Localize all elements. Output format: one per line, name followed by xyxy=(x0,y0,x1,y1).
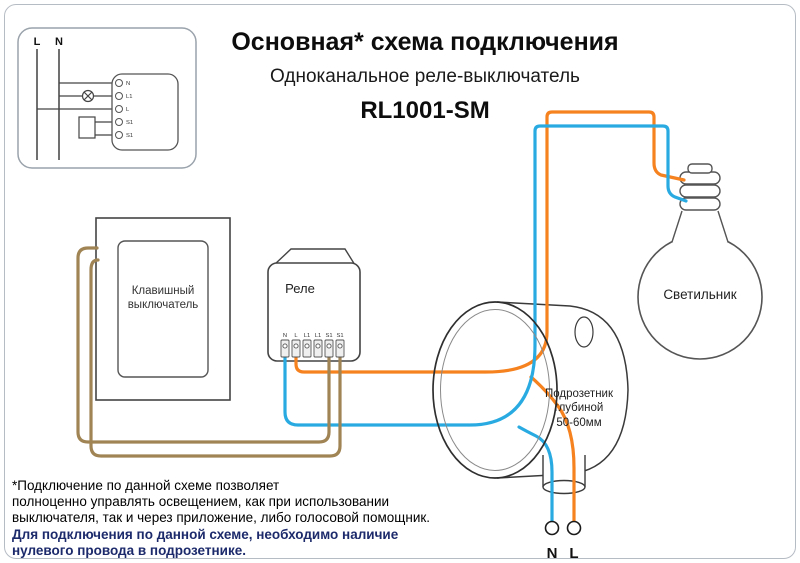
svg-text:N: N xyxy=(126,81,130,87)
inset-lamp-icon xyxy=(81,89,95,103)
footnote-text: *Подключение по данной схеме позволяет п… xyxy=(12,478,431,526)
inset-line-l-label: L xyxy=(34,36,41,48)
bulb-neck-right xyxy=(717,210,729,243)
inset-relay-body xyxy=(111,73,179,151)
relay-terminal-block xyxy=(280,339,345,358)
svg-text:L: L xyxy=(294,333,298,339)
wall-switch xyxy=(95,217,231,401)
live-wire-mains xyxy=(529,375,576,526)
mains-terminals: N L xyxy=(544,520,582,562)
mounting-box-knockout xyxy=(574,316,594,348)
switch-wire-1 xyxy=(76,246,331,444)
svg-text:S1: S1 xyxy=(126,133,133,139)
mains-neutral-terminal xyxy=(544,520,560,536)
mains-neutral-label: N xyxy=(547,545,558,562)
svg-text:S1: S1 xyxy=(325,333,332,339)
bulb-neck-fill xyxy=(672,211,728,242)
mounting-box-inner-rim xyxy=(440,309,550,471)
relay-front-face xyxy=(267,262,361,362)
mains-live-label: L xyxy=(569,545,578,562)
svg-text:L1: L1 xyxy=(304,333,310,339)
inset-switch-icon xyxy=(78,116,96,139)
svg-text:S1: S1 xyxy=(336,333,343,339)
bulb-screw-threads xyxy=(679,171,721,211)
svg-text:S1: S1 xyxy=(126,120,133,126)
live-wire-main xyxy=(294,110,686,374)
bulb-label: Светильник xyxy=(663,287,737,302)
relay-module: N L L1 L1 S1 S1 xyxy=(267,248,361,362)
svg-text:L: L xyxy=(126,107,130,113)
footnote-bold-text: Для подключения по данной схеме, необход… xyxy=(12,527,399,559)
neutral-wire-main xyxy=(283,124,688,427)
model-number: RL1001-SM xyxy=(360,97,490,124)
wall-switch-rocker xyxy=(117,240,209,378)
mounting-box-label: Подрозетник глубиной 50-60мм xyxy=(544,388,613,429)
mains-live-terminal xyxy=(566,520,582,536)
wires xyxy=(76,110,688,526)
neutral-wire-mains xyxy=(517,425,554,526)
bulb-contact-cap xyxy=(687,163,713,174)
inset-terminal-labels: N L1 L S1 S1 xyxy=(126,81,133,139)
inset-line-n-label: N xyxy=(55,36,63,48)
inset-relay-terminals xyxy=(115,79,123,139)
svg-text:L1: L1 xyxy=(126,94,132,100)
page-subtitle: Одноканальное реле-выключатель xyxy=(270,66,580,87)
wall-switch-label: Клавишный выключатель xyxy=(127,285,199,312)
bulb-neck-left xyxy=(671,210,683,243)
page-title: Основная* схема подключения xyxy=(231,28,619,56)
relay-terminal-labels: N L L1 L1 S1 S1 xyxy=(283,333,344,339)
relay-label: Реле xyxy=(285,281,315,296)
mounting-box-front-rim xyxy=(432,301,558,479)
svg-text:L1: L1 xyxy=(315,333,321,339)
inset-diagram: L N xyxy=(17,27,197,169)
svg-text:N: N xyxy=(283,333,287,339)
switch-wire-2 xyxy=(89,258,342,458)
light-bulb xyxy=(637,163,763,360)
